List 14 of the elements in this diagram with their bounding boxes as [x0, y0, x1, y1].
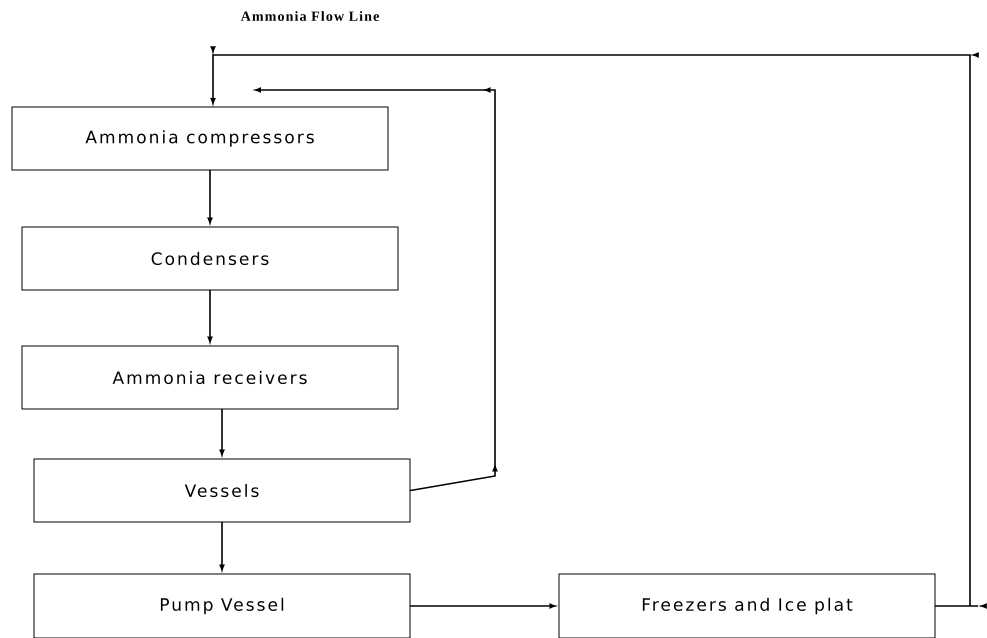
- arrow: [220, 522, 224, 571]
- title: Ammonia Flow Line: [240, 11, 379, 21]
- arrow: [210, 46, 987, 608]
- arrow: [410, 604, 556, 608]
- process-box: Pump Vessel: [34, 574, 410, 638]
- process-box: Ammonia receivers: [22, 346, 398, 410]
- arrow: [208, 290, 212, 343]
- process-box: Freezers and Ice plat: [558, 574, 936, 638]
- process-box: Ammonia compressors: [12, 106, 388, 170]
- process-box: Condensers: [22, 226, 398, 290]
- arrow: [254, 88, 498, 492]
- arrow: [208, 170, 212, 224]
- arrow: [220, 410, 224, 456]
- process-box: Vessels: [34, 458, 410, 522]
